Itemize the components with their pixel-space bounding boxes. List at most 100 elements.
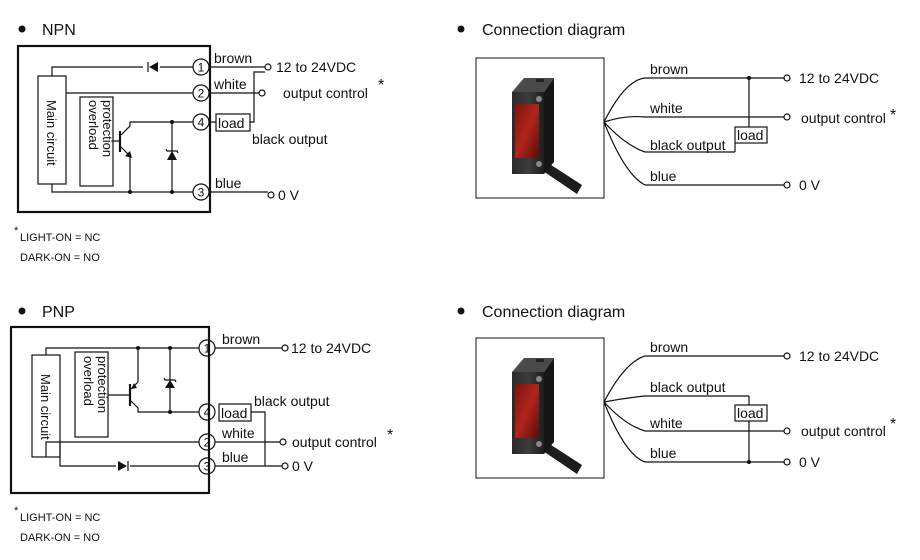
brown-label: brown [650, 61, 688, 77]
cable-fan [603, 355, 646, 403]
cable-fan [603, 121, 646, 186]
asterisk-mark: * [890, 107, 896, 124]
junction-dot [747, 76, 751, 80]
collector-wire [130, 400, 199, 413]
pnp-schematic: Main circuit overload protection [9, 325, 393, 495]
terminal-number: 4 [198, 116, 205, 130]
bullet-icon [457, 307, 465, 315]
black-output-label: black output [650, 137, 726, 153]
output-control-label: output control [801, 423, 886, 439]
terminal-open-icon [281, 344, 289, 352]
cable-fan [603, 121, 646, 153]
pnp-title: PNP [42, 304, 75, 321]
asterisk-mark: * [378, 77, 384, 94]
terminal-number: 2 [198, 87, 205, 101]
white-label: white [649, 100, 683, 116]
connection-title: Connection diagram [482, 22, 625, 39]
load-return-wire [250, 71, 265, 123]
note-dark-on: DARK-ON = NO [20, 252, 100, 264]
note-dark-on: DARK-ON = NO [20, 532, 100, 544]
load-label: load [221, 405, 247, 421]
diode-icon [149, 62, 158, 72]
terminal-open-icon [783, 181, 791, 189]
overload-label-line1: overload [86, 100, 101, 150]
terminal-open-icon [783, 458, 791, 466]
main-circuit-label: Main circuit [44, 100, 59, 166]
supply-wire [45, 347, 199, 355]
npn-title: NPN [42, 22, 76, 39]
cable-fan [603, 77, 646, 123]
bullet-icon [18, 25, 26, 33]
blue-label: blue [650, 445, 677, 461]
white-internal-wire [45, 441, 199, 457]
overload-label-line2: protection [95, 356, 110, 413]
load-label: load [737, 127, 763, 143]
terminal-number: 1 [204, 342, 211, 356]
zener-diode-icon [167, 151, 177, 160]
white-label: white [221, 425, 255, 441]
note-light-on: LIGHT-ON = NC [20, 232, 100, 244]
cable-fan [603, 395, 646, 403]
brown-label: brown [214, 50, 252, 66]
diode-icon [118, 461, 127, 471]
asterisk-mark: * [387, 427, 393, 444]
zero-v-label: 0 V [799, 454, 821, 470]
junction-dot [168, 410, 172, 414]
junction-dot [170, 120, 174, 124]
black-output-label: black output [254, 393, 330, 409]
ground-wire [51, 184, 193, 193]
terminal-number: 3 [198, 186, 205, 200]
brown-label: brown [650, 339, 688, 355]
blue-label: blue [222, 449, 249, 465]
cable-fan [603, 115, 646, 123]
terminal-open-icon [267, 191, 275, 199]
npn-schematic: Main circuit overload protection [16, 44, 384, 214]
zero-v-label: 0 V [278, 187, 300, 203]
terminal-open-icon [264, 63, 272, 71]
load-box [734, 404, 768, 422]
sensor-housing-outline [9, 325, 211, 495]
terminal-4 [198, 403, 216, 421]
output-control-label: output control [283, 85, 368, 101]
note-light-on: LIGHT-ON = NC [20, 512, 100, 524]
zero-v-label: 0 V [799, 177, 821, 193]
terminal-open-icon [279, 438, 287, 446]
load-label: load [218, 115, 244, 131]
terminal-open-icon [783, 427, 791, 435]
asterisk-mark: * [890, 416, 896, 433]
terminal-open-icon [281, 462, 289, 470]
terminal-open-icon [258, 89, 266, 97]
zener-bar [165, 148, 179, 154]
cable-fan [603, 401, 646, 432]
black-output-label: black output [252, 131, 328, 147]
overload-label-line1: overload [81, 356, 96, 406]
supply-label: 12 to 24VDC [291, 340, 371, 356]
output-control-label: output control [801, 110, 886, 126]
white-label: white [213, 76, 247, 92]
bullet-icon [457, 25, 465, 33]
emitter-arrow-icon [131, 383, 137, 389]
pnp-connection-section: Connection diagram brown 12 to 24VDC bla… [457, 304, 896, 479]
load-box [734, 126, 768, 144]
ground-wire [59, 440, 116, 467]
note-star: * [14, 225, 19, 237]
collector-wire [129, 121, 193, 126]
supply-label: 12 to 24VDC [276, 59, 356, 75]
supply-label: 12 to 24VDC [799, 348, 879, 364]
terminal-number: 3 [204, 460, 211, 474]
cable-fan [603, 401, 646, 463]
connection-title: Connection diagram [482, 304, 625, 321]
zener-bar [163, 377, 177, 383]
black-output-label: black output [650, 379, 726, 395]
transistor-collector [120, 125, 131, 136]
zero-v-label: 0 V [292, 458, 314, 474]
sensor-image [512, 358, 582, 474]
terminal-number: 2 [204, 436, 211, 450]
bullet-icon [18, 307, 26, 315]
load-return-wire [251, 411, 266, 466]
terminal-open-icon [783, 113, 791, 121]
supply-label: 12 to 24VDC [799, 70, 879, 86]
npn-connection-section: Connection diagram brown 12 to 24VDC whi… [457, 22, 896, 199]
main-circuit-label: Main circuit [38, 374, 53, 440]
blue-label: blue [650, 168, 677, 184]
